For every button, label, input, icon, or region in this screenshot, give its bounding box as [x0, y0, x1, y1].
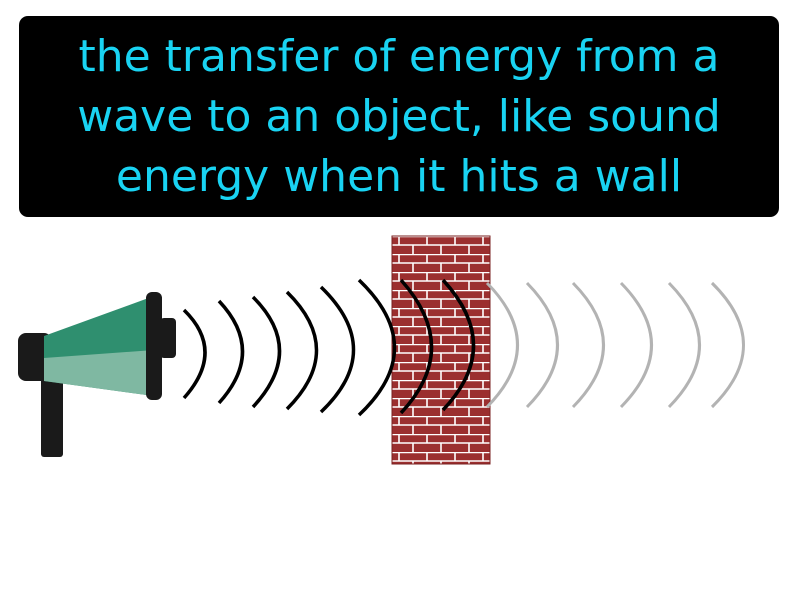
megaphone-bell-highlight [44, 350, 154, 396]
incoming-wave [441, 278, 476, 412]
incoming-sound-waves [182, 278, 476, 417]
brick-wall-icon [391, 235, 491, 465]
megaphone-handle [41, 375, 63, 457]
incoming-wave [251, 295, 282, 409]
outgoing-wave [710, 281, 745, 409]
incoming-wave [399, 278, 434, 415]
megaphone-icon [18, 292, 176, 457]
outgoing-wave [485, 281, 519, 409]
outgoing-wave [571, 281, 605, 409]
outgoing-wave [667, 281, 701, 409]
outgoing-wave [525, 281, 559, 409]
outgoing-wave [619, 281, 653, 409]
incoming-wave [217, 299, 245, 405]
definition-caption: the transfer of energy from a wave to an… [19, 16, 779, 217]
caption-line: energy when it hits a wall [115, 150, 683, 202]
illustration-canvas [18, 235, 745, 465]
absorption-illustration [0, 220, 800, 520]
megaphone-rim [146, 292, 162, 400]
incoming-wave [182, 308, 207, 400]
outgoing-sound-waves [485, 281, 745, 409]
megaphone-mouth [160, 318, 176, 358]
brick-wall [391, 235, 491, 465]
megaphone-back [18, 333, 52, 381]
caption-line: the transfer of energy from a [78, 30, 720, 82]
incoming-wave [357, 278, 397, 417]
incoming-wave [319, 285, 356, 414]
caption-line: wave to an object, like sound [77, 90, 721, 142]
incoming-wave [285, 290, 319, 411]
definition-text: the transfer of energy from a wave to an… [77, 27, 721, 207]
